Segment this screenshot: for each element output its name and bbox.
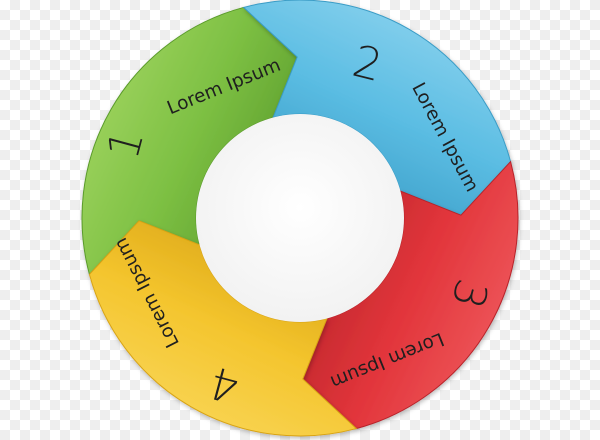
center-hole (196, 114, 404, 322)
